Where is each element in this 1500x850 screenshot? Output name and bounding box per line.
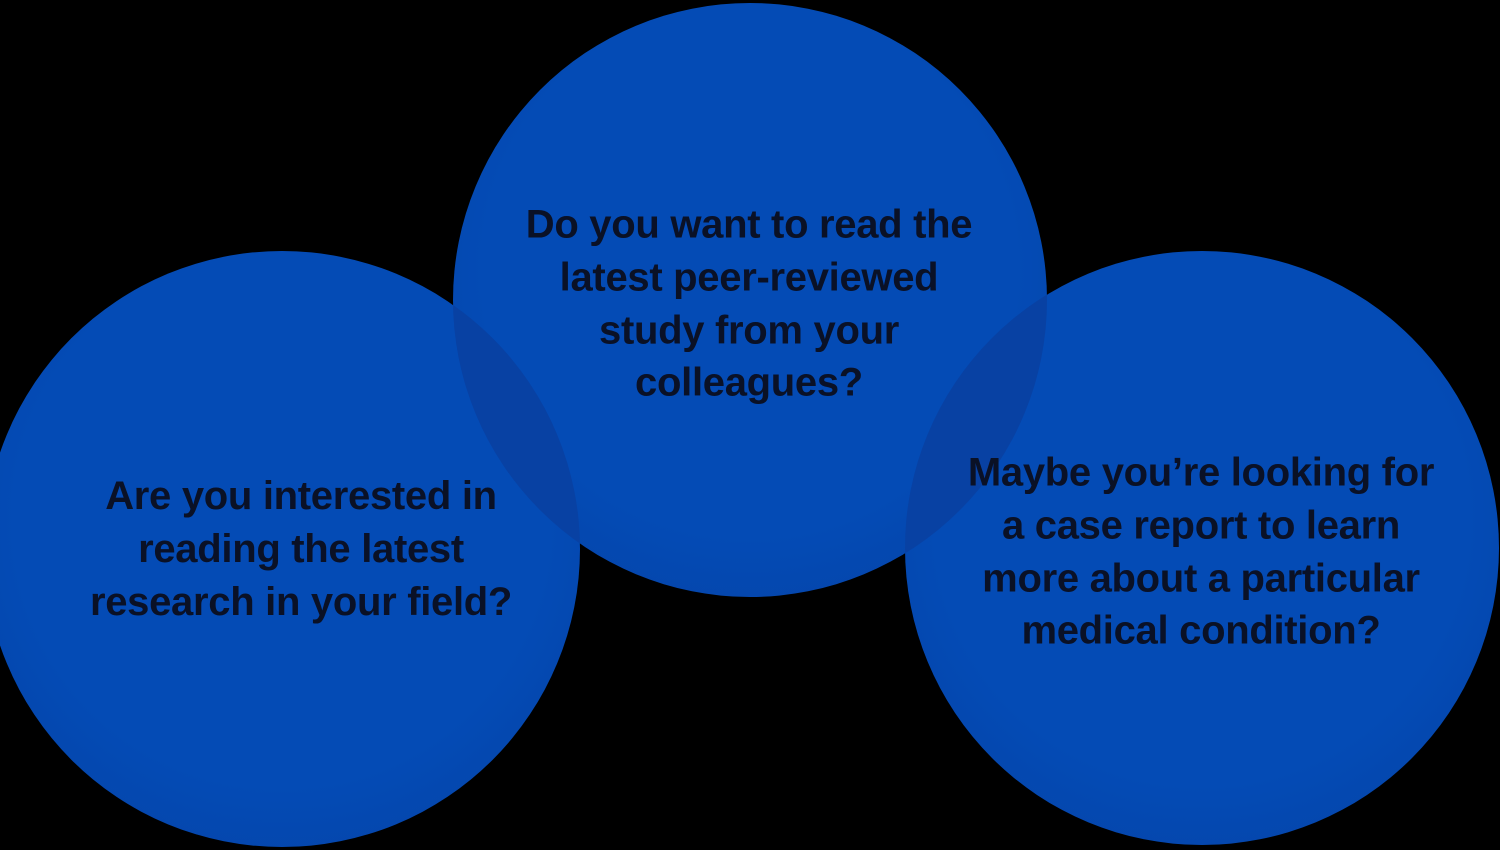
left-circle-question: Are you interested in reading the latest…	[89, 473, 513, 624]
right-circle	[905, 251, 1499, 845]
right-circle-question: Maybe you’re looking for a case report t…	[967, 450, 1435, 653]
center-circle	[453, 3, 1047, 597]
center-circle-question: Do you want to read the latest peer-revi…	[525, 202, 973, 405]
left-circle	[0, 251, 580, 847]
